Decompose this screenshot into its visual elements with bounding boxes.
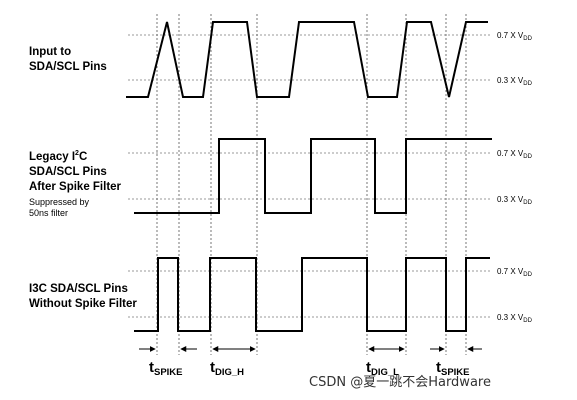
timing-labels: tSPIKE tDIG_H tDIG_L tSPIKE	[149, 359, 470, 378]
legacy-i2c-waveform	[134, 138, 492, 214]
threshold-low-i3c: 0.3 X VDD	[497, 313, 533, 324]
t-spike-right-label: tSPIKE	[436, 359, 470, 378]
legacy-label-line1: Legacy I2C	[29, 150, 87, 163]
watermark: CSDN @夏一跳不会Hardware	[309, 375, 491, 390]
input-label-line2: SDA/SCL Pins	[29, 61, 107, 73]
threshold-low-legacy: 0.3 X VDD	[497, 195, 533, 206]
input-waveform	[126, 21, 488, 98]
threshold-labels: 0.7 X VDD 0.3 X VDD 0.7 X VDD 0.3 X VDD …	[497, 31, 533, 324]
t-dig-l-label: tDIG_L	[366, 359, 399, 378]
threshold-high-input: 0.7 X VDD	[497, 31, 533, 42]
i3c-waveform	[134, 257, 490, 332]
legacy-note-line2: 50ns filter	[29, 208, 68, 218]
i3c-label-line2: Without Spike Filter	[29, 298, 137, 310]
i3c-label-line1: I3C SDA/SCL Pins	[29, 283, 128, 295]
threshold-low-input: 0.3 X VDD	[497, 76, 533, 87]
legacy-note-line1: Suppressed by	[29, 197, 90, 207]
t-spike-left-label: tSPIKE	[149, 359, 183, 378]
signal-labels: Input to SDA/SCL Pins Legacy I2C SDA/SCL…	[29, 46, 137, 310]
threshold-high-legacy: 0.7 X VDD	[497, 149, 533, 160]
input-label-line1: Input to	[29, 46, 71, 58]
legacy-label-line3: After Spike Filter	[29, 181, 122, 193]
t-dig-h-label: tDIG_H	[210, 359, 244, 378]
threshold-high-i3c: 0.7 X VDD	[497, 267, 533, 278]
threshold-lines	[128, 34, 490, 318]
legacy-label-line2: SDA/SCL Pins	[29, 166, 107, 178]
